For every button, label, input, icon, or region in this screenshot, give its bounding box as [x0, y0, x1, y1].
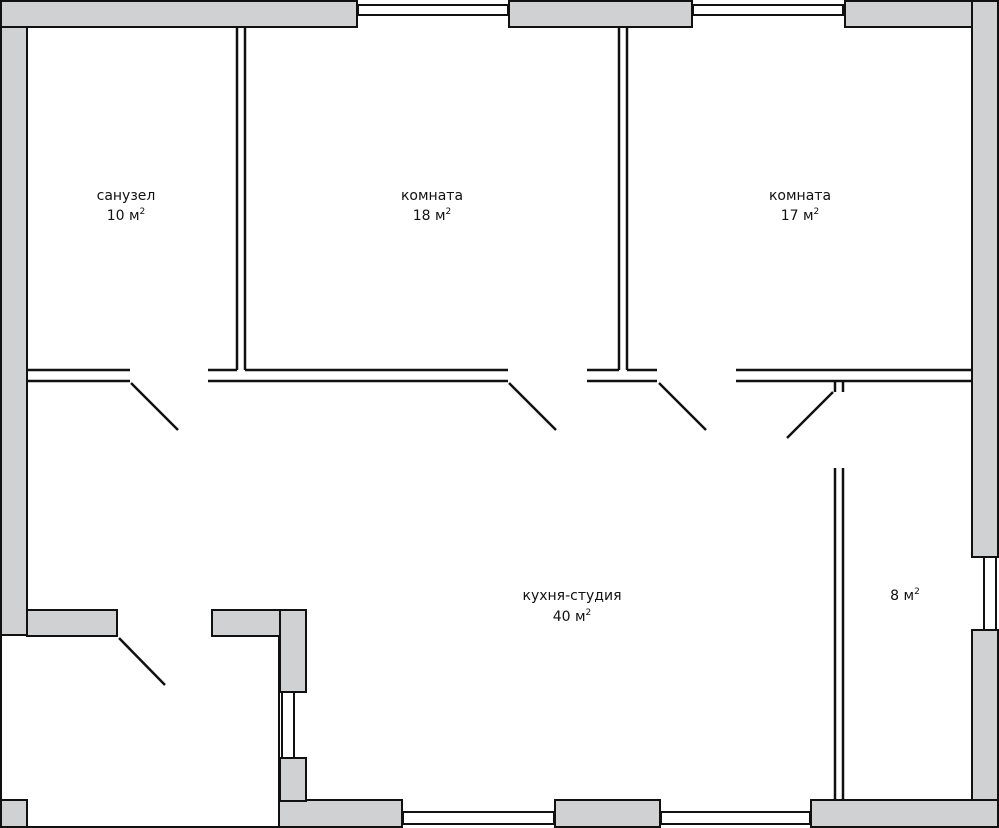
- window-bottom-1: [402, 811, 555, 825]
- room-area-room-1: 18 м2: [413, 207, 452, 224]
- door-room-1: [508, 382, 557, 431]
- window-right: [983, 556, 997, 631]
- window-bottom-2: [660, 811, 811, 825]
- door-balcony: [118, 637, 166, 686]
- window-top-2: [692, 4, 844, 16]
- door-small-room: [786, 391, 834, 439]
- window-top-1: [357, 4, 509, 16]
- room-labels: санузел 10 м2 комната 18 м2 комната 17 м…: [97, 188, 920, 625]
- room-area-bathroom: 10 м2: [107, 207, 146, 224]
- room-label-room-1: комната: [401, 188, 463, 204]
- room-label-room-2: комната: [769, 188, 831, 204]
- room-label-bathroom: санузел: [97, 188, 156, 204]
- wall-right-lower: [971, 629, 999, 828]
- wall-bottom-left-stub: [0, 799, 28, 828]
- wall-balcony-top-left: [26, 609, 118, 637]
- wall-bottom-1: [278, 799, 403, 828]
- doors: [118, 382, 834, 686]
- room-area-kitchen-studio: 40 м2: [553, 608, 592, 625]
- wall-balcony-side-upper: [279, 609, 307, 693]
- wall-top-2: [508, 0, 693, 28]
- room-area-room-2: 17 м2: [781, 207, 820, 224]
- interior-partitions: [27, 27, 972, 800]
- balcony-outline: [0, 635, 280, 828]
- window-balcony: [281, 691, 295, 759]
- door-room-2: [658, 382, 707, 431]
- wall-left: [0, 0, 28, 636]
- wall-top-1: [0, 0, 358, 28]
- wall-bottom-2: [554, 799, 661, 828]
- room-area-small-room: 8 м2: [890, 587, 920, 604]
- door-bathroom: [130, 382, 179, 431]
- windows: [281, 4, 997, 825]
- wall-balcony-side-lower: [279, 757, 307, 802]
- wall-right-upper: [971, 0, 999, 558]
- wall-bottom-3: [810, 799, 999, 828]
- room-label-kitchen-studio: кухня-студия: [523, 588, 622, 604]
